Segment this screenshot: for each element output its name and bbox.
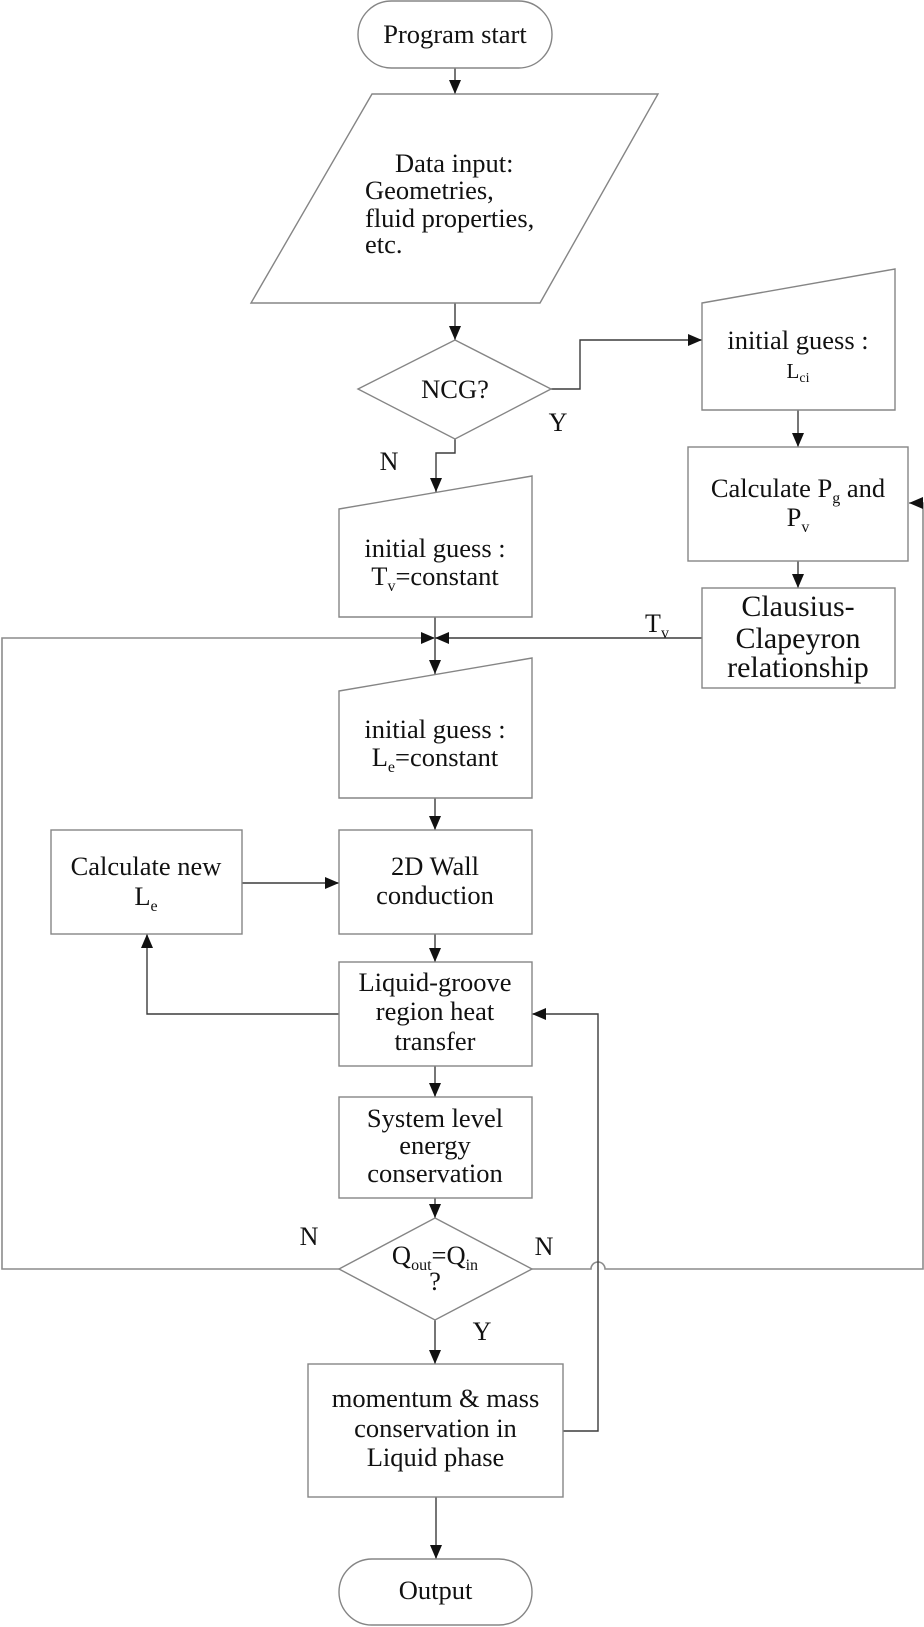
- terminator-shape: [338, 1558, 533, 1626]
- process-shape: [307, 1363, 564, 1498]
- node-output: Output: [338, 1558, 533, 1626]
- node-label-line: Data input:: [395, 148, 514, 178]
- edge-label-q-no-left: N: [300, 1222, 319, 1251]
- diamond-shape: [356, 339, 553, 440]
- symbol-subscript: v: [387, 578, 395, 595]
- symbol-base: L: [372, 742, 388, 772]
- process-shape: [687, 446, 909, 562]
- node-liquid-groove: Liquid-groove region heat transfer: [338, 961, 533, 1067]
- edge-label-ncg-no: N: [380, 447, 399, 476]
- node-label-line: etc.: [365, 229, 403, 259]
- node-label-line: ?: [429, 1266, 441, 1296]
- node-label-line: initial guess :: [364, 533, 505, 563]
- node-guess-lci: initial guess : Lci: [701, 268, 896, 411]
- node-calc-new-le: Calculate new Le: [50, 829, 243, 935]
- node-label-line: Calculate new: [71, 851, 223, 881]
- node-calc-pg-pv: Calculate Pg and Pv: [687, 446, 909, 562]
- label-text: =constant: [395, 561, 499, 591]
- node-label-line: Geometries,: [365, 175, 494, 205]
- manual-input-shape: [338, 475, 533, 618]
- process-shape: [338, 961, 533, 1067]
- process-shape: [701, 587, 896, 689]
- node-label-line: Liquid phase: [367, 1442, 505, 1472]
- symbol-subscript: ci: [799, 371, 809, 386]
- symbol-base: P: [787, 502, 802, 532]
- node-label-line: Pv: [787, 502, 810, 536]
- edge-label-q-yes: Y: [473, 1317, 492, 1346]
- node-q-decision: Qout=Qin ?: [337, 1217, 534, 1321]
- symbol-base: L: [134, 881, 150, 911]
- node-label-line: Liquid-groove: [358, 967, 511, 997]
- node-label-line: 2D Wall: [391, 851, 479, 881]
- node-label-line: Lci: [787, 359, 810, 386]
- label-text: and: [840, 473, 885, 503]
- node-label-line: momentum & mass: [332, 1383, 540, 1413]
- symbol-subscript: v: [801, 519, 809, 536]
- node-label-line: relationship: [727, 651, 869, 684]
- symbol-subscript: v: [661, 625, 669, 642]
- symbol-subscript: out: [411, 1257, 432, 1274]
- symbol-base: T: [645, 609, 661, 638]
- node-label-line: fluid properties,: [365, 203, 534, 233]
- process-shape: [338, 1096, 533, 1199]
- process-shape: [50, 829, 243, 935]
- edge-ncg-no-to-tv: [430, 439, 456, 492]
- symbol-subscript: in: [466, 1257, 478, 1274]
- manual-input-shape: [338, 657, 533, 799]
- node-guess-le: initial guess : Le=constant: [338, 657, 533, 799]
- node-label-line: conservation in: [354, 1413, 517, 1443]
- node-label-line: Le: [134, 881, 157, 915]
- process-shape: [338, 829, 533, 935]
- node-label-line: energy: [399, 1130, 471, 1160]
- node-label: NCG?: [421, 374, 489, 404]
- manual-input-shape: [701, 268, 896, 411]
- edge-q-no-right-loop: [532, 497, 924, 1270]
- diamond-shape: [337, 1217, 534, 1321]
- node-label-line: conservation: [367, 1158, 502, 1188]
- edge-label-ncg-yes: Y: [549, 408, 568, 437]
- node-label-line: conduction: [376, 880, 494, 910]
- node-label-line: initial guess :: [727, 325, 868, 355]
- symbol-base: T: [371, 561, 387, 591]
- node-label-line: System level: [367, 1103, 503, 1133]
- symbol-base: L: [787, 359, 800, 383]
- node-label-line: Tv=constant: [371, 561, 499, 595]
- terminator-shape: [357, 0, 553, 69]
- node-clausius-clapeyron: Clausius- Clapeyron relationship: [701, 587, 896, 689]
- label-text: =Q: [432, 1240, 466, 1270]
- label-text: Calculate: [711, 473, 818, 503]
- symbol-base: P: [818, 473, 833, 503]
- label-text: =constant: [395, 742, 499, 772]
- node-label-line: transfer: [395, 1026, 476, 1056]
- symbol-subscript: e: [151, 898, 158, 915]
- node-energy-conservation: System level energy conservation: [338, 1096, 533, 1199]
- node-label: Output: [399, 1575, 473, 1605]
- edge-momentum-to-groove: [532, 1008, 599, 1432]
- node-label-line: initial guess :: [364, 714, 505, 744]
- edge-groove-to-new-le: [141, 934, 339, 1015]
- symbol-base: Q: [392, 1240, 411, 1270]
- node-program-start: Program start: [357, 0, 553, 69]
- edge-q-no-left-loop: [1, 632, 435, 1270]
- node-guess-tv: initial guess : Tv=constant: [338, 475, 533, 618]
- node-label-line: Calculate Pg and: [711, 473, 885, 507]
- node-momentum-mass: momentum & mass conservation in Liquid p…: [307, 1363, 564, 1498]
- node-ncg-decision: NCG?: [356, 339, 553, 440]
- symbol-subscript: g: [832, 490, 840, 507]
- node-label-line: Le=constant: [372, 742, 499, 776]
- edge-label-q-no-right: N: [535, 1232, 554, 1261]
- node-label-line: Qout=Qin: [392, 1240, 478, 1274]
- symbol-subscript: e: [388, 759, 395, 776]
- parallelogram-shape: [249, 93, 660, 304]
- node-wall-conduction: 2D Wall conduction: [338, 829, 533, 935]
- edge-ncg-yes-to-lci: [551, 334, 702, 390]
- node-label-line: Clapeyron: [736, 622, 861, 655]
- node-label: Program start: [383, 19, 527, 49]
- node-label-line: Clausius-: [741, 590, 854, 623]
- edge-label-tv-feedback: Tv: [645, 609, 669, 642]
- node-label-line: region heat: [376, 996, 495, 1026]
- node-data-input: Data input: Geometries, fluid properties…: [249, 93, 660, 304]
